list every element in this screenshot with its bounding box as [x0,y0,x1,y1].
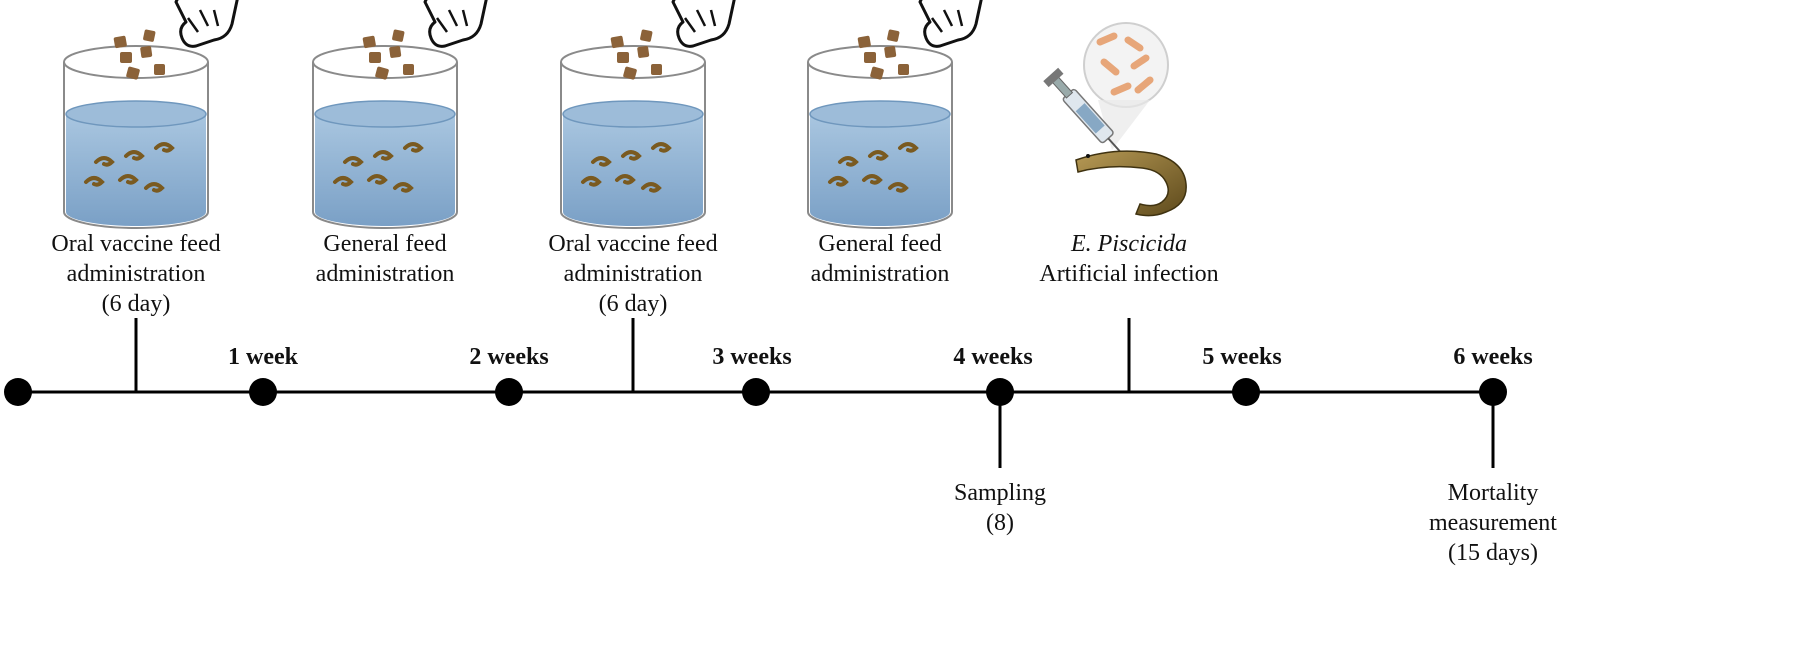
event-label-general-feed-2: General feed administration [780,229,980,289]
syringe-eel-icon [1043,22,1187,217]
timeline-node-start [4,378,32,406]
week-label-5: 5 weeks [1202,344,1282,370]
week-label-1: 1 week [228,344,298,370]
timeline-node-week-2 [495,378,523,406]
tank-feeding-icon [559,0,737,230]
event-label-line: (15 days) [1448,540,1538,566]
event-label-line: administration [810,261,950,287]
event-label-line: Oral vaccine feed [548,231,718,257]
event-label-line: administration [315,261,455,287]
timeline-node-week-5 [1232,378,1260,406]
event-label-line: Sampling [953,480,1046,506]
event-label-line: Artificial infection [1039,261,1219,287]
event-label-line: measurement [1429,510,1557,536]
timeline-node-week-3 [742,378,770,406]
timeline-node-week-1 [249,378,277,406]
event-label-sampling: Sampling (8) [900,478,1100,538]
event-label-line: (6 day) [598,291,668,317]
week-label-6: 6 weeks [1453,344,1533,370]
event-label-oral-vaccine-1: Oral vaccine feed administration (6 day) [36,229,236,319]
event-label-mortality: Mortality measurement (15 days) [1393,478,1593,568]
week-label-3: 3 weeks [712,344,792,370]
week-label-2: 2 weeks [469,344,549,370]
event-label-general-feed-1: General feed administration [285,229,485,289]
tank-feeding-icon [62,0,240,230]
event-label-line: Oral vaccine feed [51,231,221,257]
event-label-line: Mortality [1447,480,1539,506]
event-label-line: administration [66,261,206,287]
tank-feeding-icon [311,0,489,230]
event-label-line: (6 day) [101,291,171,317]
week-label-4: 4 weeks [953,344,1033,370]
event-label-line: (8) [986,510,1014,536]
event-label-oral-vaccine-2: Oral vaccine feed administration (6 day) [533,229,733,319]
event-label-artificial-infection: E. Piscicida Artificial infection [1029,229,1229,289]
event-label-line: E. Piscicida [1071,231,1187,257]
event-label-line: administration [563,261,703,287]
event-label-line: General feed [818,231,942,257]
tank-feeding-icon [806,0,984,230]
event-label-line: General feed [323,231,447,257]
